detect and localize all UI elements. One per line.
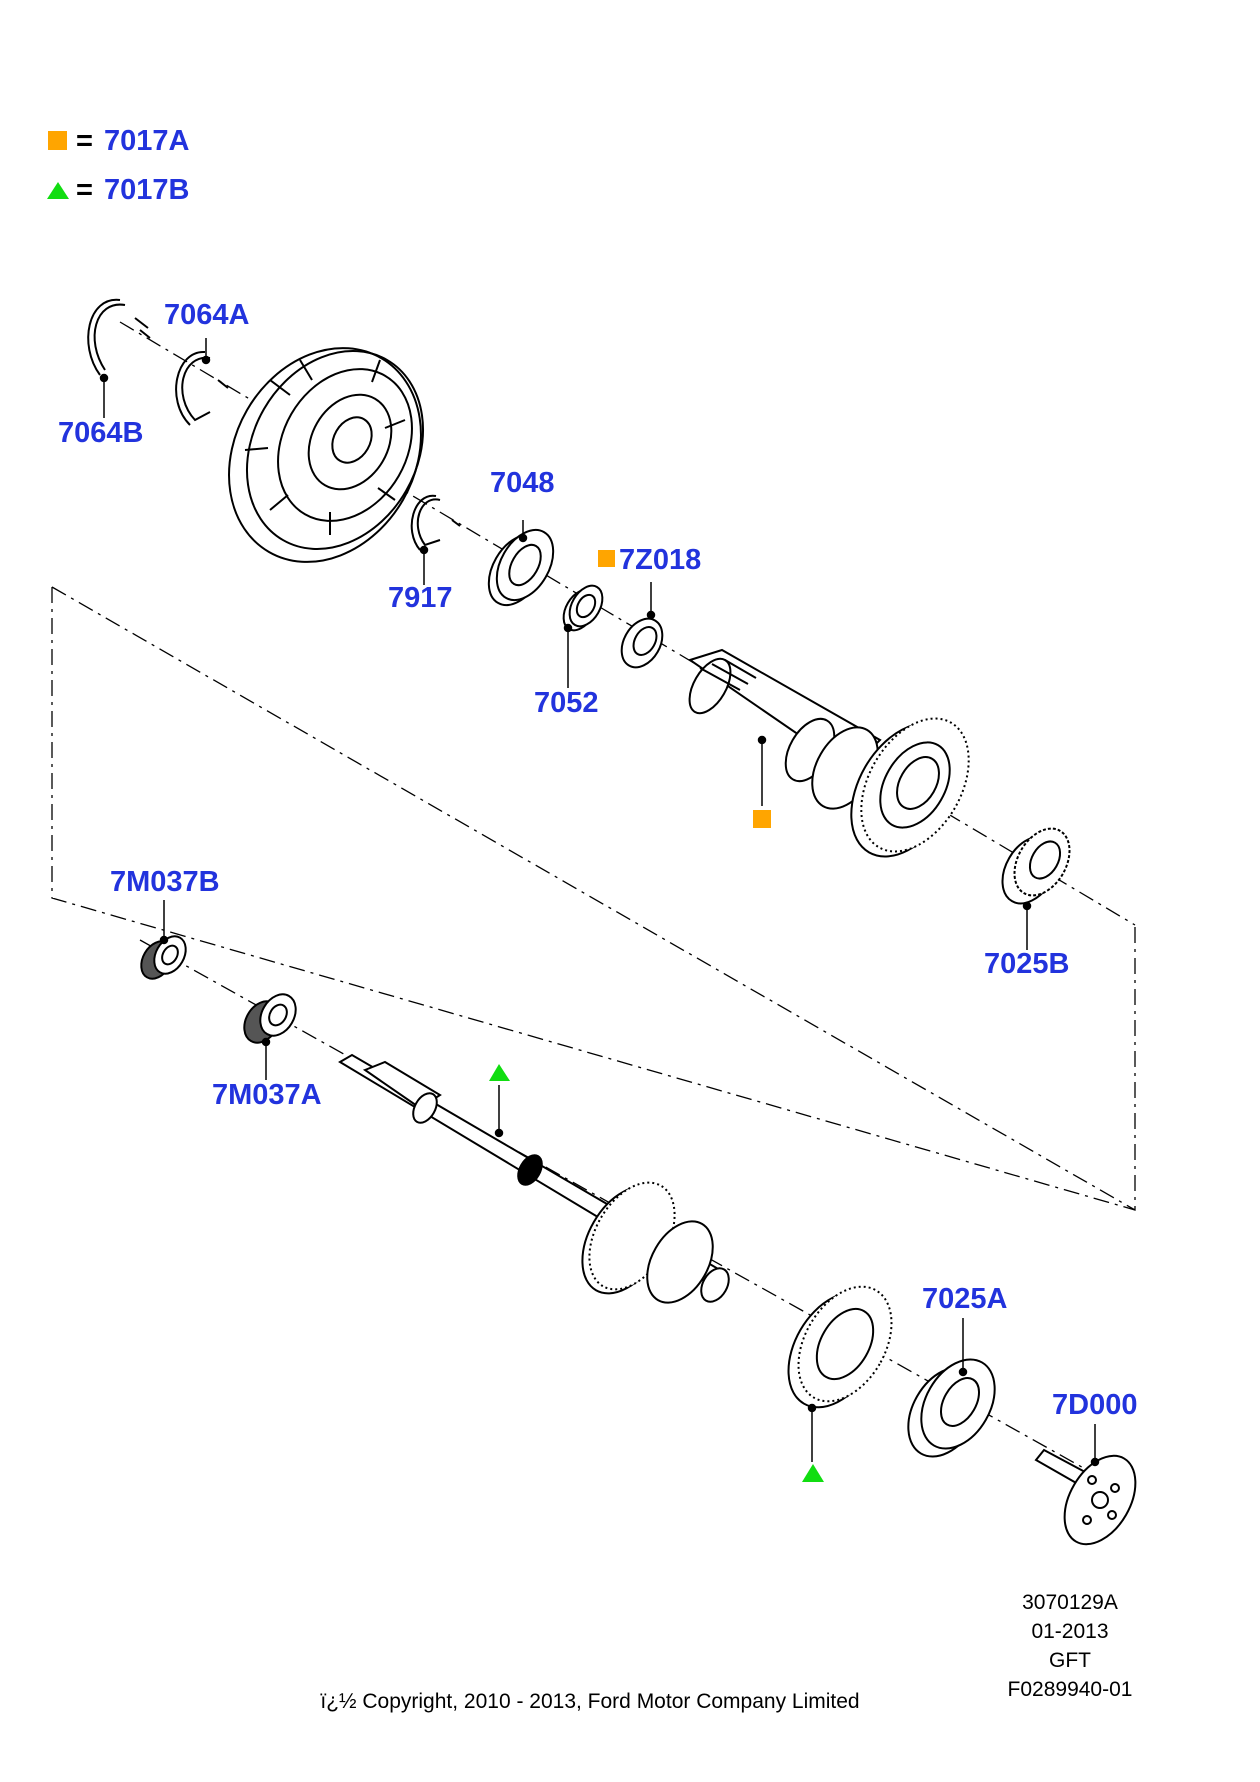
part-labels: 7064A 7064B 7048 7917 7Z018 7052 7025B 7…: [58, 299, 1137, 1421]
copyright-notice: ï¿½ Copyright, 2010 - 2013, Ford Motor C…: [320, 1690, 859, 1713]
part-7017B-output-shaft: [338, 1053, 730, 1304]
part-7048-seal: [487, 528, 555, 607]
label-7064B: 7064B: [58, 417, 143, 449]
legend-triangle-marker: [47, 182, 69, 199]
label-7025A: 7025A: [922, 1283, 1008, 1315]
label-7917: 7917: [388, 582, 453, 614]
reference-block: 3070129A 01-2013 GFT F0289940-01: [1008, 1591, 1133, 1701]
ref-line-4: F0289940-01: [1008, 1678, 1133, 1701]
part-7D000-flange: [1034, 1448, 1137, 1546]
part-clutch-pressure-plate: [228, 347, 425, 563]
part-7025B-bearing: [1001, 827, 1071, 905]
part-7M037B-needle-bearing: [140, 935, 187, 980]
legend-code-7017A: 7017A: [104, 125, 190, 157]
part-lower-gear: [787, 1285, 893, 1409]
marker-triangle-7017B-gear: [802, 1464, 824, 1482]
label-7064A: 7064A: [164, 299, 250, 331]
part-7025A-bearing: [907, 1358, 996, 1458]
bracket-diagonal-visible: [51, 586, 1136, 1211]
part-7064B-snap-ring: [87, 298, 151, 376]
part-7917-circlip: [410, 494, 461, 551]
ref-line-2: 01-2013: [1031, 1620, 1108, 1643]
label-7025B: 7025B: [984, 948, 1069, 980]
label-7D000: 7D000: [1052, 1389, 1137, 1421]
label-7M037A: 7M037A: [212, 1079, 322, 1111]
legend-equals-2: =: [76, 174, 93, 206]
label-7M037B: 7M037B: [110, 866, 220, 898]
leader-lines: [99, 338, 1100, 1467]
part-7064A-snap-ring: [175, 350, 229, 426]
ref-line-3: GFT: [1049, 1649, 1091, 1672]
legend: = 7017A = 7017B: [47, 125, 190, 206]
part-7052-bearing: [562, 584, 604, 632]
marker-square-7Z018: [598, 550, 615, 567]
label-7Z018: 7Z018: [619, 544, 701, 576]
ref-line-1: 3070129A: [1022, 1591, 1118, 1614]
marker-triangle-7017B-shaft: [489, 1064, 510, 1081]
label-7052: 7052: [534, 687, 599, 719]
marker-square-7017A: [753, 810, 771, 828]
part-7017A-input-shaft: [687, 648, 970, 858]
dashed-bracket: [51, 587, 1136, 1211]
part-7M037A-needle-bearing: [243, 993, 297, 1044]
legend-equals-1: =: [76, 125, 93, 157]
legend-code-7017B: 7017B: [104, 174, 189, 206]
label-7048: 7048: [490, 467, 555, 499]
part-7Z018-shim: [620, 617, 664, 669]
legend-square-marker: [48, 131, 67, 150]
